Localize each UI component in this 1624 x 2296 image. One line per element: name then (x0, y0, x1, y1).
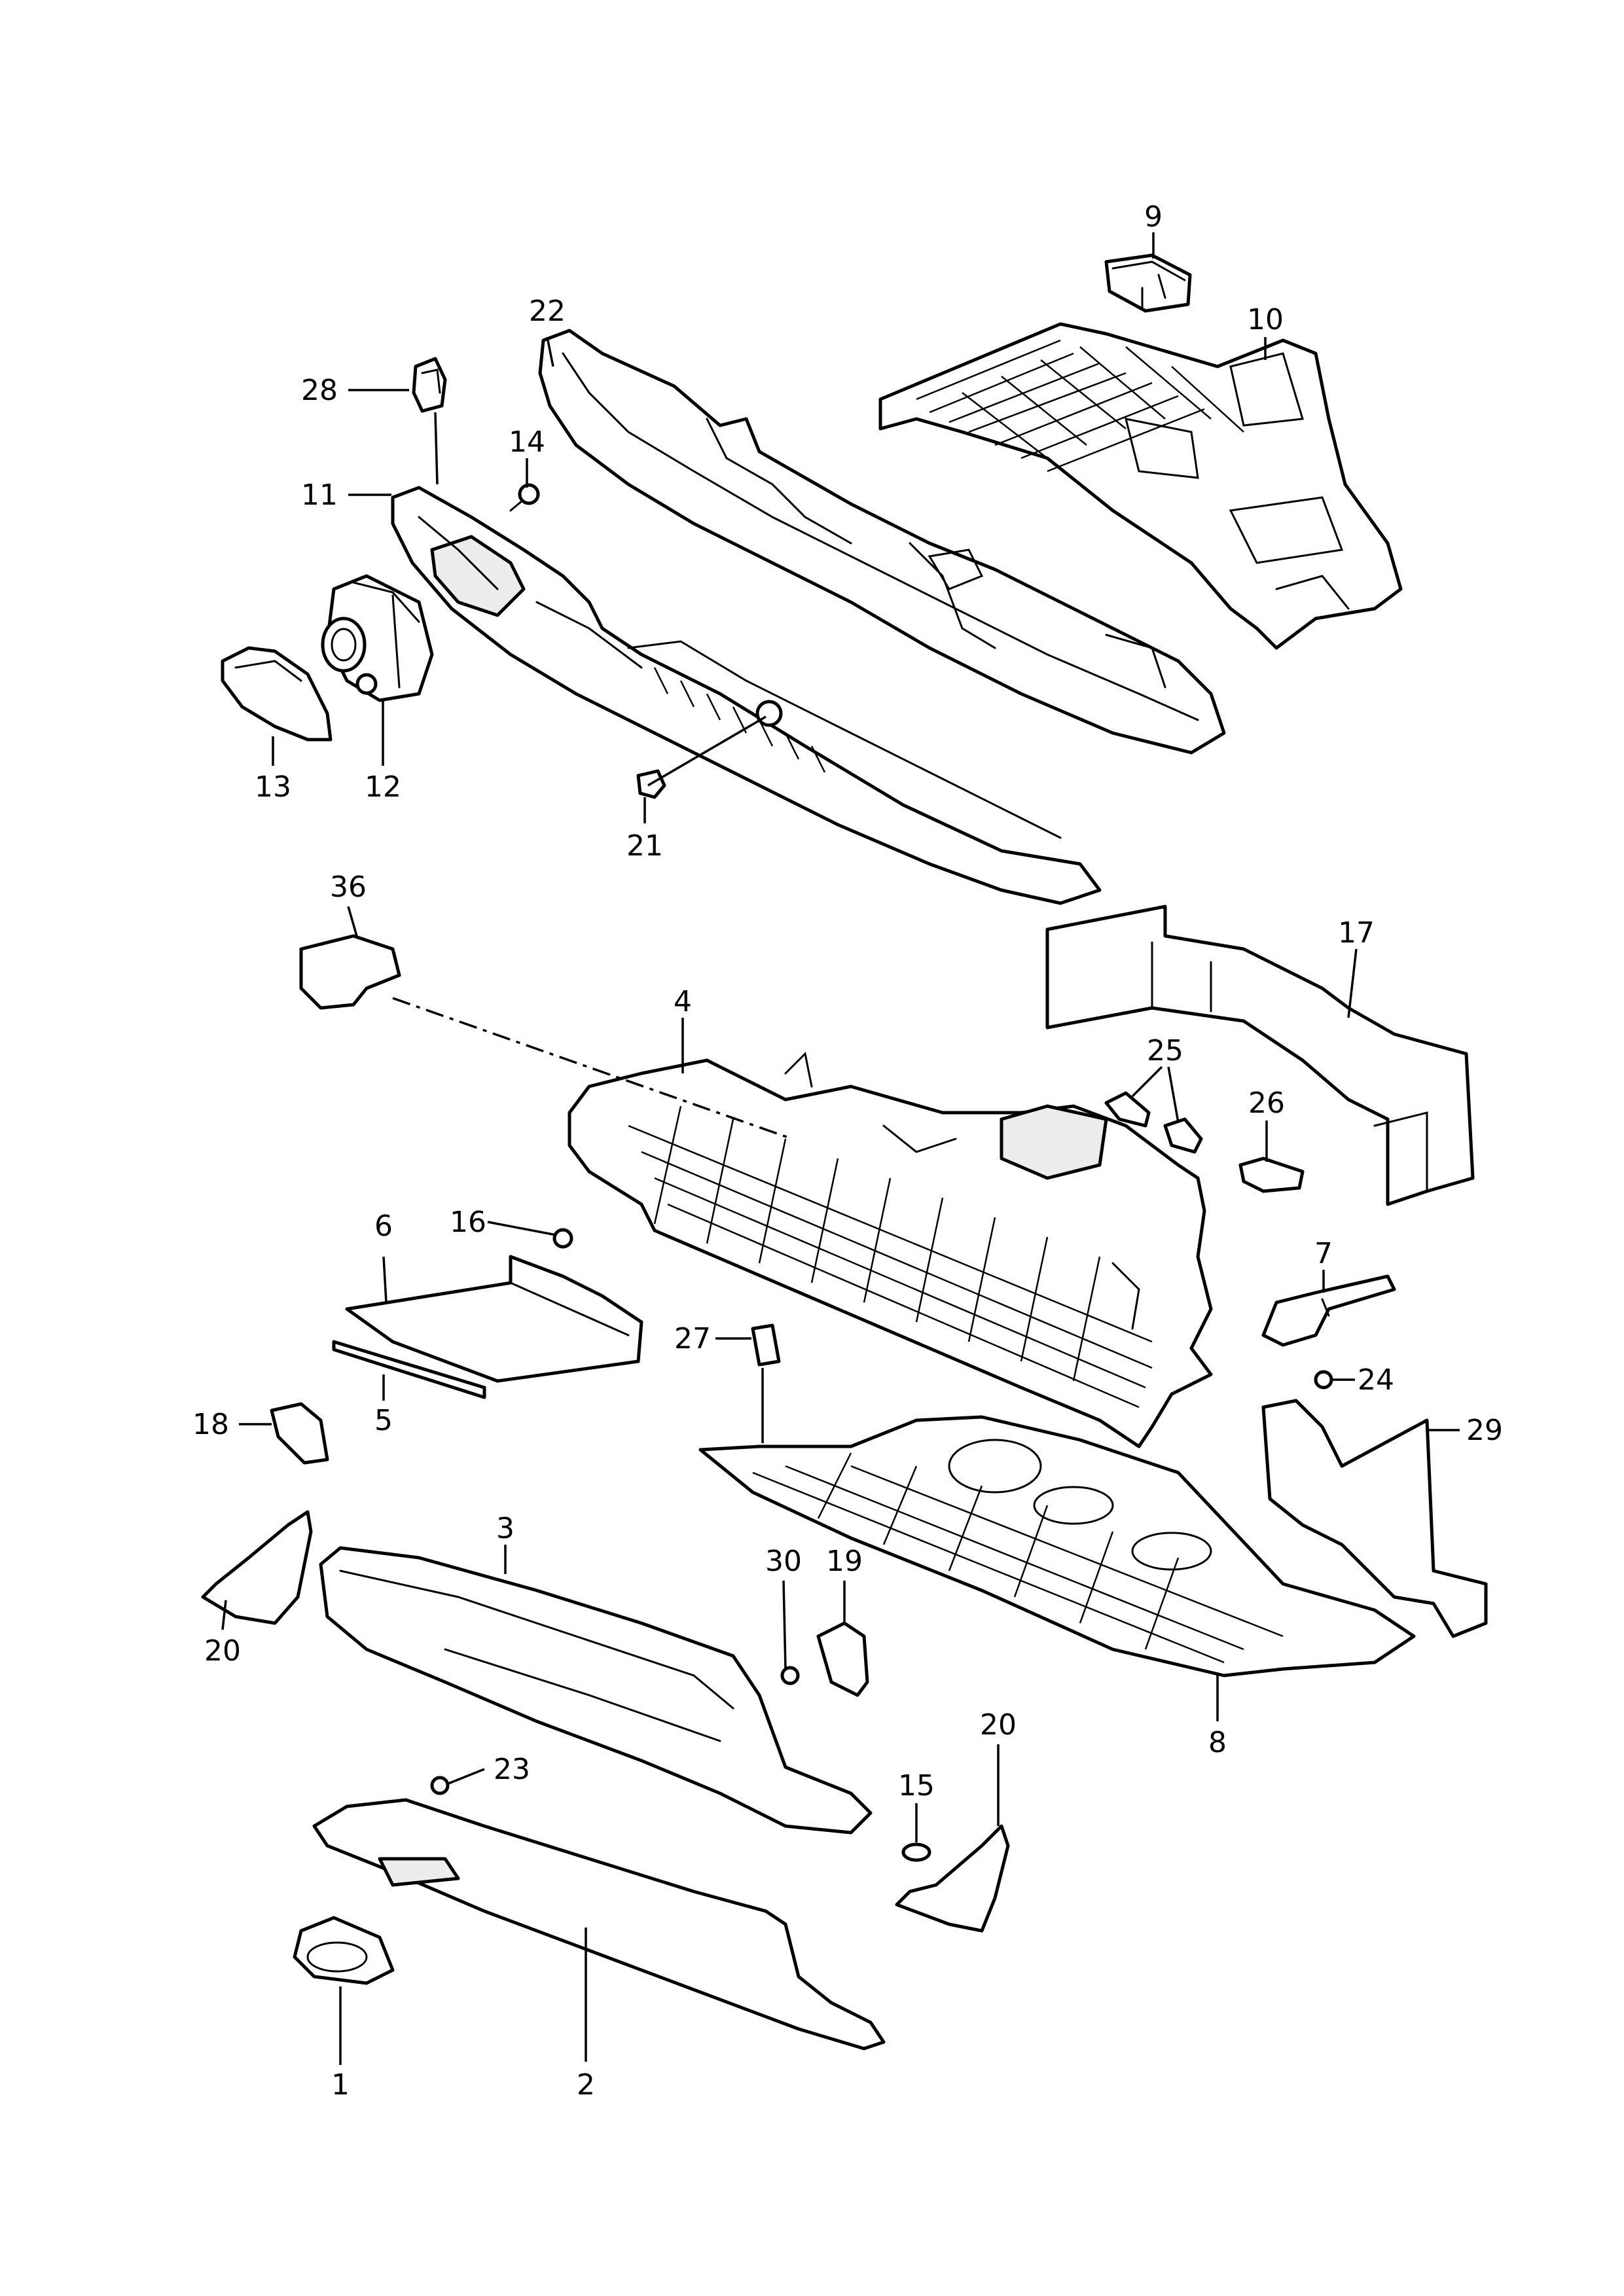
callout-26: 26 (1248, 1086, 1285, 1120)
callout-21: 21 (626, 829, 663, 863)
leader-lines (221, 232, 1460, 2065)
part-10-upper-carrier (878, 322, 1403, 650)
callout-24: 24 (1358, 1363, 1394, 1397)
part-13-cover (221, 646, 333, 742)
part-7-damper (1261, 1274, 1396, 1347)
part-26-bracket (1238, 1157, 1305, 1193)
callout-11: 11 (301, 478, 338, 512)
callout-25: 25 (1147, 1034, 1183, 1067)
part-22-upper-trim (538, 329, 1226, 755)
callout-23: 23 (494, 1753, 530, 1786)
part-5-strip (332, 1340, 486, 1399)
part-20-left-hinge (201, 1510, 313, 1625)
callout-1: 1 (331, 2068, 350, 2102)
part-17-insulation (1045, 905, 1475, 1206)
callout-14: 14 (509, 425, 545, 459)
callout-36: 36 (330, 870, 367, 904)
callout-12: 12 (365, 770, 401, 804)
callout-16: 16 (450, 1206, 486, 1239)
callout-20-left: 20 (204, 1634, 241, 1668)
part-28-clip (412, 357, 447, 413)
callout-15: 15 (898, 1769, 935, 1803)
part-1-handle (293, 1916, 395, 1985)
callout-4: 4 (674, 985, 692, 1018)
callout-6: 6 (374, 1210, 393, 1243)
callout-30: 30 (765, 1545, 802, 1578)
part-25-clips (1104, 1091, 1203, 1154)
callout-19: 19 (826, 1545, 863, 1578)
part-19-cover (816, 1621, 869, 1697)
part-11-trim-panel (391, 486, 1102, 905)
callout-7: 7 (1314, 1237, 1333, 1270)
part-3-lid-frame (319, 1546, 873, 1835)
part-20-right-hinge (895, 1824, 1010, 1933)
callout-29: 29 (1466, 1414, 1503, 1447)
part-16-screw (552, 1228, 573, 1249)
part-12-rotary-switch (321, 574, 434, 702)
callout-22: 22 (529, 295, 566, 328)
callout-18: 18 (192, 1408, 229, 1441)
callout-2: 2 (577, 2068, 595, 2102)
callout-17: 17 (1338, 916, 1375, 950)
part-15-screw (901, 1842, 931, 1862)
part-14-screw (509, 483, 540, 512)
part-36-cap (299, 934, 401, 1010)
part-30-screw (780, 1666, 800, 1685)
callout-13: 13 (255, 770, 291, 804)
callout-10: 10 (1247, 303, 1284, 336)
part-23-screw (430, 1776, 450, 1795)
callout-8: 8 (1208, 1726, 1227, 1759)
part-6-tray (345, 1255, 643, 1383)
callout-9: 9 (1144, 200, 1163, 234)
part-29-side-trim (1261, 1399, 1488, 1638)
callout-28: 28 (301, 374, 338, 407)
part-2-lid-outer (312, 1798, 886, 2051)
part-24-screw (1314, 1370, 1333, 1390)
part-27-clip (751, 1323, 781, 1367)
callout-27: 27 (674, 1322, 711, 1355)
part-8-lid-inner (698, 1415, 1416, 1677)
callout-20-right: 20 (980, 1708, 1017, 1742)
callout-3: 3 (496, 1512, 514, 1545)
part-4-glovebox-housing (568, 1051, 1213, 1448)
callout-labels: 9 10 22 28 14 11 13 12 21 36 17 4 25 26 … (192, 200, 1503, 2102)
callout-5: 5 (374, 1404, 393, 1437)
part-9-switch (1104, 253, 1192, 313)
part-18-bracket (270, 1402, 329, 1465)
